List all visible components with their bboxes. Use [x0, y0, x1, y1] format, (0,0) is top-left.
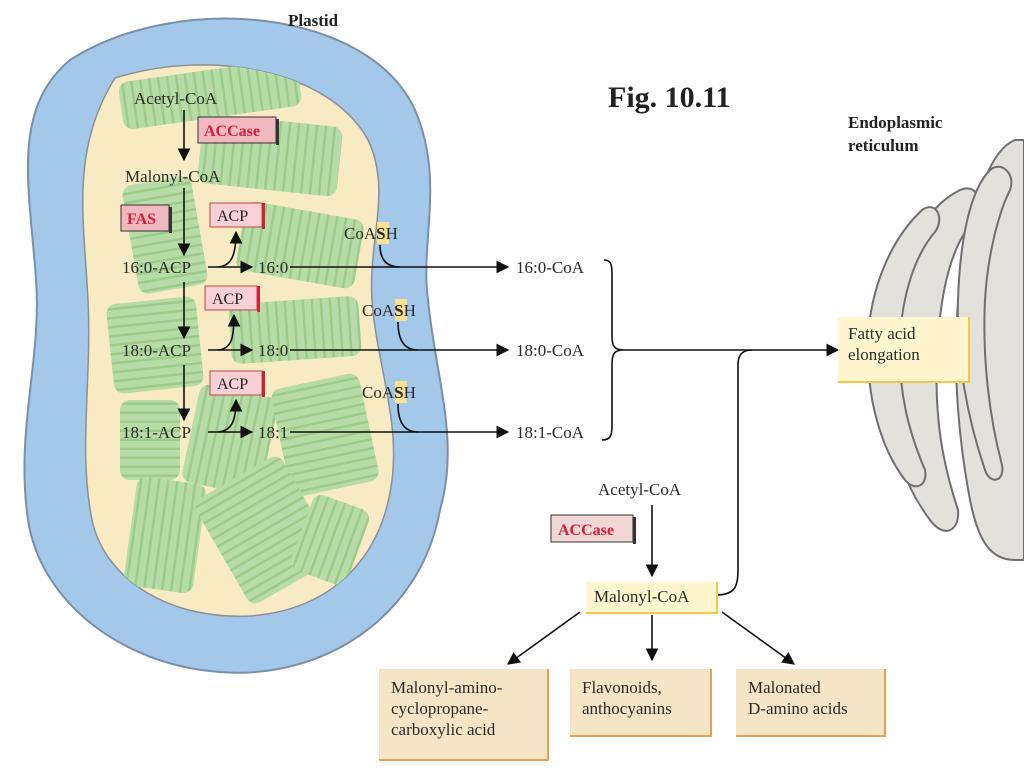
- product-1-line1: Malonyl-amino-: [391, 678, 503, 697]
- plastid-acetyl-coa: Acetyl-CoA: [134, 89, 218, 108]
- coash-3: CoASH: [362, 381, 416, 403]
- acyl-coa-brace: [601, 259, 625, 441]
- plastid-malonyl-coa: Malonyl-CoA: [125, 167, 221, 186]
- product-box-2: Flavonoids, anthocyanins: [570, 669, 712, 737]
- c16-coa: 16:0-CoA: [516, 258, 585, 277]
- coash-1: CoASH: [344, 222, 398, 244]
- arrow-c18-release-acp: [217, 313, 241, 351]
- product-1-line2: cyclopropane-: [391, 699, 489, 718]
- c16-acp: 16:0-ACP: [122, 258, 191, 277]
- product-box-3: Malonated D-amino acids: [736, 669, 886, 737]
- acp-box-2: [204, 285, 258, 311]
- er-label-line1: Endoplasmic: [848, 113, 943, 132]
- plastid-accase: ACCase: [204, 123, 260, 140]
- c18-coa: 18:0-CoA: [516, 341, 585, 360]
- product-3-line2: D-amino acids: [748, 699, 848, 718]
- arrow-c181-release-acp: [217, 398, 243, 433]
- acp-label-3: ACP: [217, 376, 248, 393]
- svg-text:CoASH: CoASH: [344, 224, 398, 243]
- arrow-c16-release-acp: [217, 230, 243, 268]
- acp-label-1: ACP: [217, 208, 248, 225]
- product-2-line1: Flavonoids,: [582, 678, 662, 697]
- cytosol-acetyl-coa: Acetyl-CoA: [598, 480, 682, 499]
- c181-acp: 18:1-ACP: [122, 423, 191, 442]
- arrow-to-product-3: [721, 611, 796, 665]
- fatty-acid-elongation-box: Fatty acid elongation: [838, 317, 970, 383]
- svg-text:CoASH: CoASH: [362, 301, 416, 320]
- acp-label-2: ACP: [212, 291, 243, 308]
- elongation-line1: Fatty acid: [848, 324, 916, 343]
- coash-2: CoASH: [362, 299, 416, 321]
- product-box-1: Malonyl-amino- cyclopropane- carboxylic …: [379, 669, 549, 761]
- figure-label: Fig. 10.11: [608, 81, 731, 114]
- arrow-to-product-1: [506, 611, 581, 665]
- svg-text:CoASH: CoASH: [362, 383, 416, 402]
- plastid-label: Plastid: [288, 11, 339, 30]
- cytosol-accase: ACCase: [558, 522, 614, 539]
- plastid-fas: FAS: [127, 211, 156, 228]
- c181: 18:1: [258, 423, 288, 442]
- cytosol-malonyl-coa: Malonyl-CoA: [594, 587, 690, 606]
- product-1-line3: carboxylic acid: [391, 720, 496, 739]
- plastid-organelle: [23, 17, 449, 674]
- product-2-line2: anthocyanins: [582, 699, 672, 718]
- c16: 16:0: [258, 258, 288, 277]
- er-label-line2: reticulum: [848, 136, 919, 155]
- cytosol-accase-box: [550, 514, 634, 543]
- thylakoid-stacks: [106, 64, 379, 604]
- elongation-line2: elongation: [848, 345, 920, 364]
- arrow-malonyl-to-elongation: [715, 349, 753, 596]
- c181-coa: 18:1-CoA: [516, 423, 585, 442]
- product-3-line1: Malonated: [748, 678, 821, 697]
- cytosol-malonyl-coa-box: Malonyl-CoA: [586, 582, 718, 614]
- c18: 18:0: [258, 341, 288, 360]
- c18-acp: 18:0-ACP: [122, 341, 191, 360]
